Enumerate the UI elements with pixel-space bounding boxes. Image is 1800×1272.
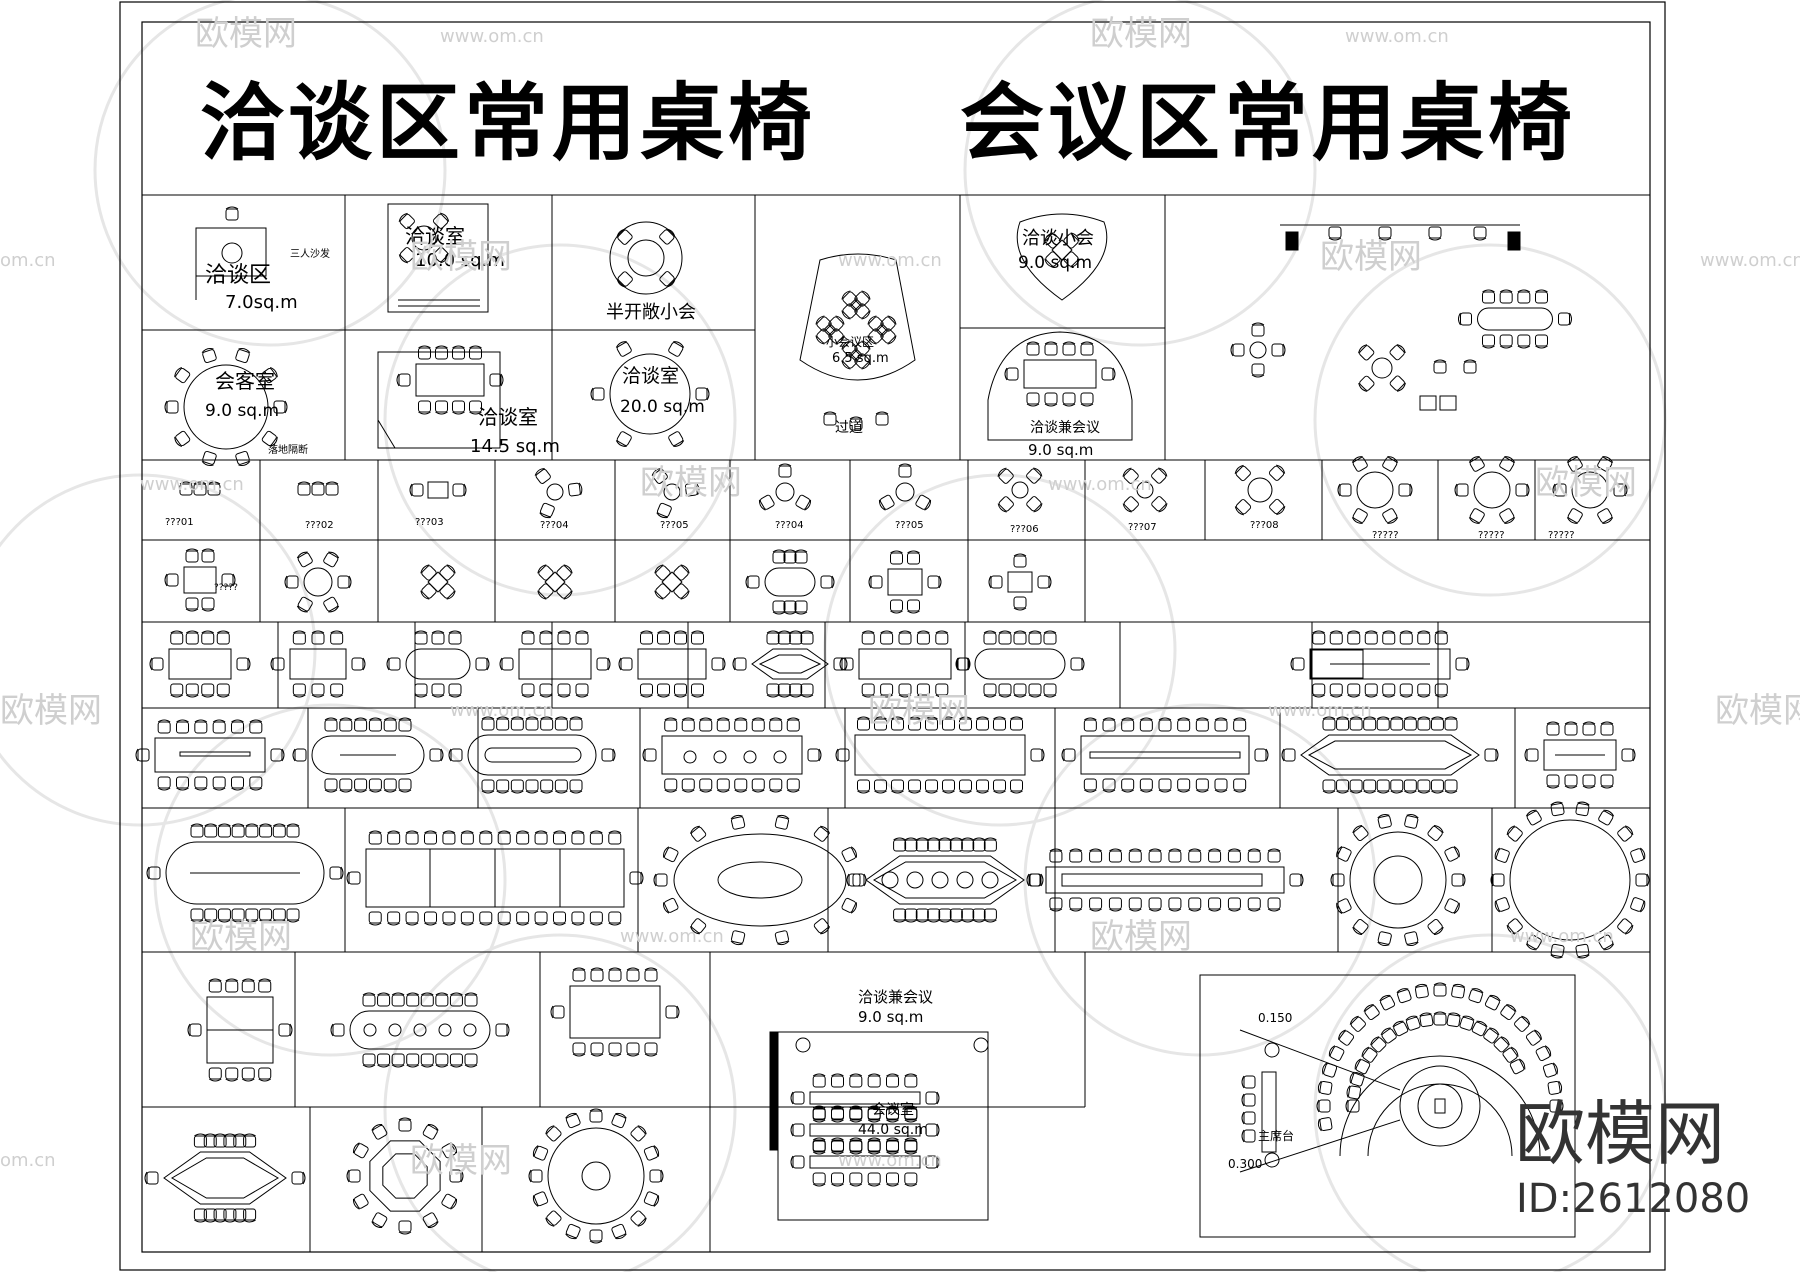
watermark-short-2: om.cn <box>0 1150 56 1171</box>
label-bl-room-area: 44.0 sq.m <box>858 1122 928 1138</box>
furniture-drawings <box>135 203 1650 1244</box>
code-label: ????? <box>1478 530 1505 541</box>
watermark-domain-5: www.om.cn <box>140 474 244 495</box>
label-br-stage: 主席台 <box>1258 1128 1294 1143</box>
label-r1-a-small: 三人沙发 <box>290 247 330 260</box>
code-label: ???05 <box>660 520 689 531</box>
code-label: ???07 <box>1128 522 1157 533</box>
label-bl-area: 9.0 sq.m <box>858 1008 923 1026</box>
watermark-brand-12: 欧模网 <box>410 1141 512 1181</box>
label-r1-d: 小会议区 <box>826 335 874 349</box>
code-label: ???04 <box>775 520 804 531</box>
label-r2-a: 会客室 <box>215 369 275 393</box>
watermark-brand-9: 欧模网 <box>1715 691 1800 731</box>
title-right: 会议区常用桌椅 <box>960 73 1576 172</box>
code-label: ????? <box>1548 530 1575 541</box>
watermark-brand-6: 欧模网 <box>1535 463 1637 503</box>
label-r2-a-area: 9.0 sq.m <box>205 401 279 421</box>
label-r2-c-area: 20.0 sq.m <box>620 397 705 417</box>
label-r2-b-area: 14.5 sq.m <box>470 436 560 457</box>
watermark-domain-10: www.om.cn <box>1510 926 1614 947</box>
watermark-brand-7: 欧模网 <box>0 691 102 731</box>
row3-code-labels: ???01 ???02 ???03 ???04 ???05 ???04 ???05 ???06… <box>165 517 1575 541</box>
title-left: 洽谈区常用桌椅 <box>200 73 816 172</box>
watermarks: 欧模网 www.om.cn 欧模网 www.om.cn om.cn 欧模网 ww… <box>0 14 1800 1222</box>
code-label: ????? <box>1372 530 1399 541</box>
watermark-domain-1: www.om.cn <box>440 26 544 47</box>
code-row4: ????? <box>214 583 238 593</box>
label-br-dim1: 0.150 <box>1258 1011 1292 1025</box>
code-label: ???05 <box>895 520 924 531</box>
watermark-brand-4: 欧模网 <box>1320 237 1422 277</box>
watermark-domain-8: www.om.cn <box>1268 700 1372 721</box>
label-r2-e-area: 9.0 sq.m <box>1028 441 1093 459</box>
bottom-right-labels: 0.150 0.300 主席台 <box>1228 1011 1294 1171</box>
code-label: ???08 <box>1250 520 1279 531</box>
code-label: ???01 <box>165 517 194 528</box>
code-label: ???02 <box>305 520 334 531</box>
watermark-domain-6: www.om.cn <box>1048 474 1152 495</box>
watermark-domain-2: www.om.cn <box>1345 26 1449 47</box>
label-r1-d-bottom: 过道 <box>835 420 863 436</box>
watermark-brand-8: 欧模网 <box>868 691 970 731</box>
watermark-brand-1: 欧模网 <box>195 14 297 54</box>
label-r1-e-area: 9.0 sq.m <box>1018 253 1092 273</box>
label-r1-e: 洽谈小会 <box>1022 228 1094 249</box>
watermark-brand-3: 欧模网 <box>410 237 512 277</box>
watermark-short-1: om.cn <box>0 250 56 271</box>
watermark-domain-4: www.om.cn <box>1700 250 1800 271</box>
watermark-domain-11: www.om.cn <box>838 1150 942 1171</box>
watermark-domain-9: www.om.cn <box>620 926 724 947</box>
label-bl-room: 会议室 <box>872 1101 914 1118</box>
watermark-brand-5: 欧模网 <box>640 463 742 503</box>
label-r1-c: 半开敞小会 <box>606 302 696 323</box>
watermark-id: ID:2612080 <box>1516 1176 1750 1222</box>
label-r2-e: 洽谈兼会议 <box>1030 420 1100 436</box>
label-r2-b: 洽谈室 <box>478 405 538 429</box>
watermark-brand-corner: 欧模网 <box>1515 1093 1725 1175</box>
label-r2-a-small: 落地隔断 <box>268 443 308 456</box>
label-r1-d-area: 6.5 sq.m <box>832 351 889 366</box>
label-r1-b-area: 10.0 sq.m <box>415 250 505 271</box>
label-bl-title: 洽谈兼会议 <box>858 988 933 1006</box>
sheet-grid <box>142 194 1650 1252</box>
code-label: ???06 <box>1010 524 1039 535</box>
watermark-brand-11: 欧模网 <box>1090 917 1192 957</box>
bottom-left-labels: 洽谈兼会议 9.0 sq.m 会议室 44.0 sq.m <box>858 988 933 1138</box>
row1-labels: 洽谈区 7.0sq.m 三人沙发 洽谈室 10.0 sq.m 半开敞小会 小会议… <box>205 224 1094 436</box>
label-r1-a: 洽谈区 <box>205 263 271 288</box>
watermark-brand-2: 欧模网 <box>1090 14 1192 54</box>
label-r2-c: 洽谈室 <box>622 365 679 387</box>
watermark-domain-3: www.om.cn <box>838 250 942 271</box>
code-label: ???03 <box>415 517 444 528</box>
sheet-frame <box>119 1 1666 1271</box>
watermark-brand-10: 欧模网 <box>190 917 292 957</box>
code-label: ???04 <box>540 520 569 531</box>
label-r1-a-area: 7.0sq.m <box>225 292 298 313</box>
label-br-dim2: 0.300 <box>1228 1157 1262 1171</box>
row2-labels: 会客室 9.0 sq.m 落地隔断 洽谈室 14.5 sq.m 洽谈室 20.0… <box>205 365 1100 459</box>
label-r1-b: 洽谈室 <box>405 224 465 248</box>
watermark-domain-7: www.om.cn <box>450 700 554 721</box>
